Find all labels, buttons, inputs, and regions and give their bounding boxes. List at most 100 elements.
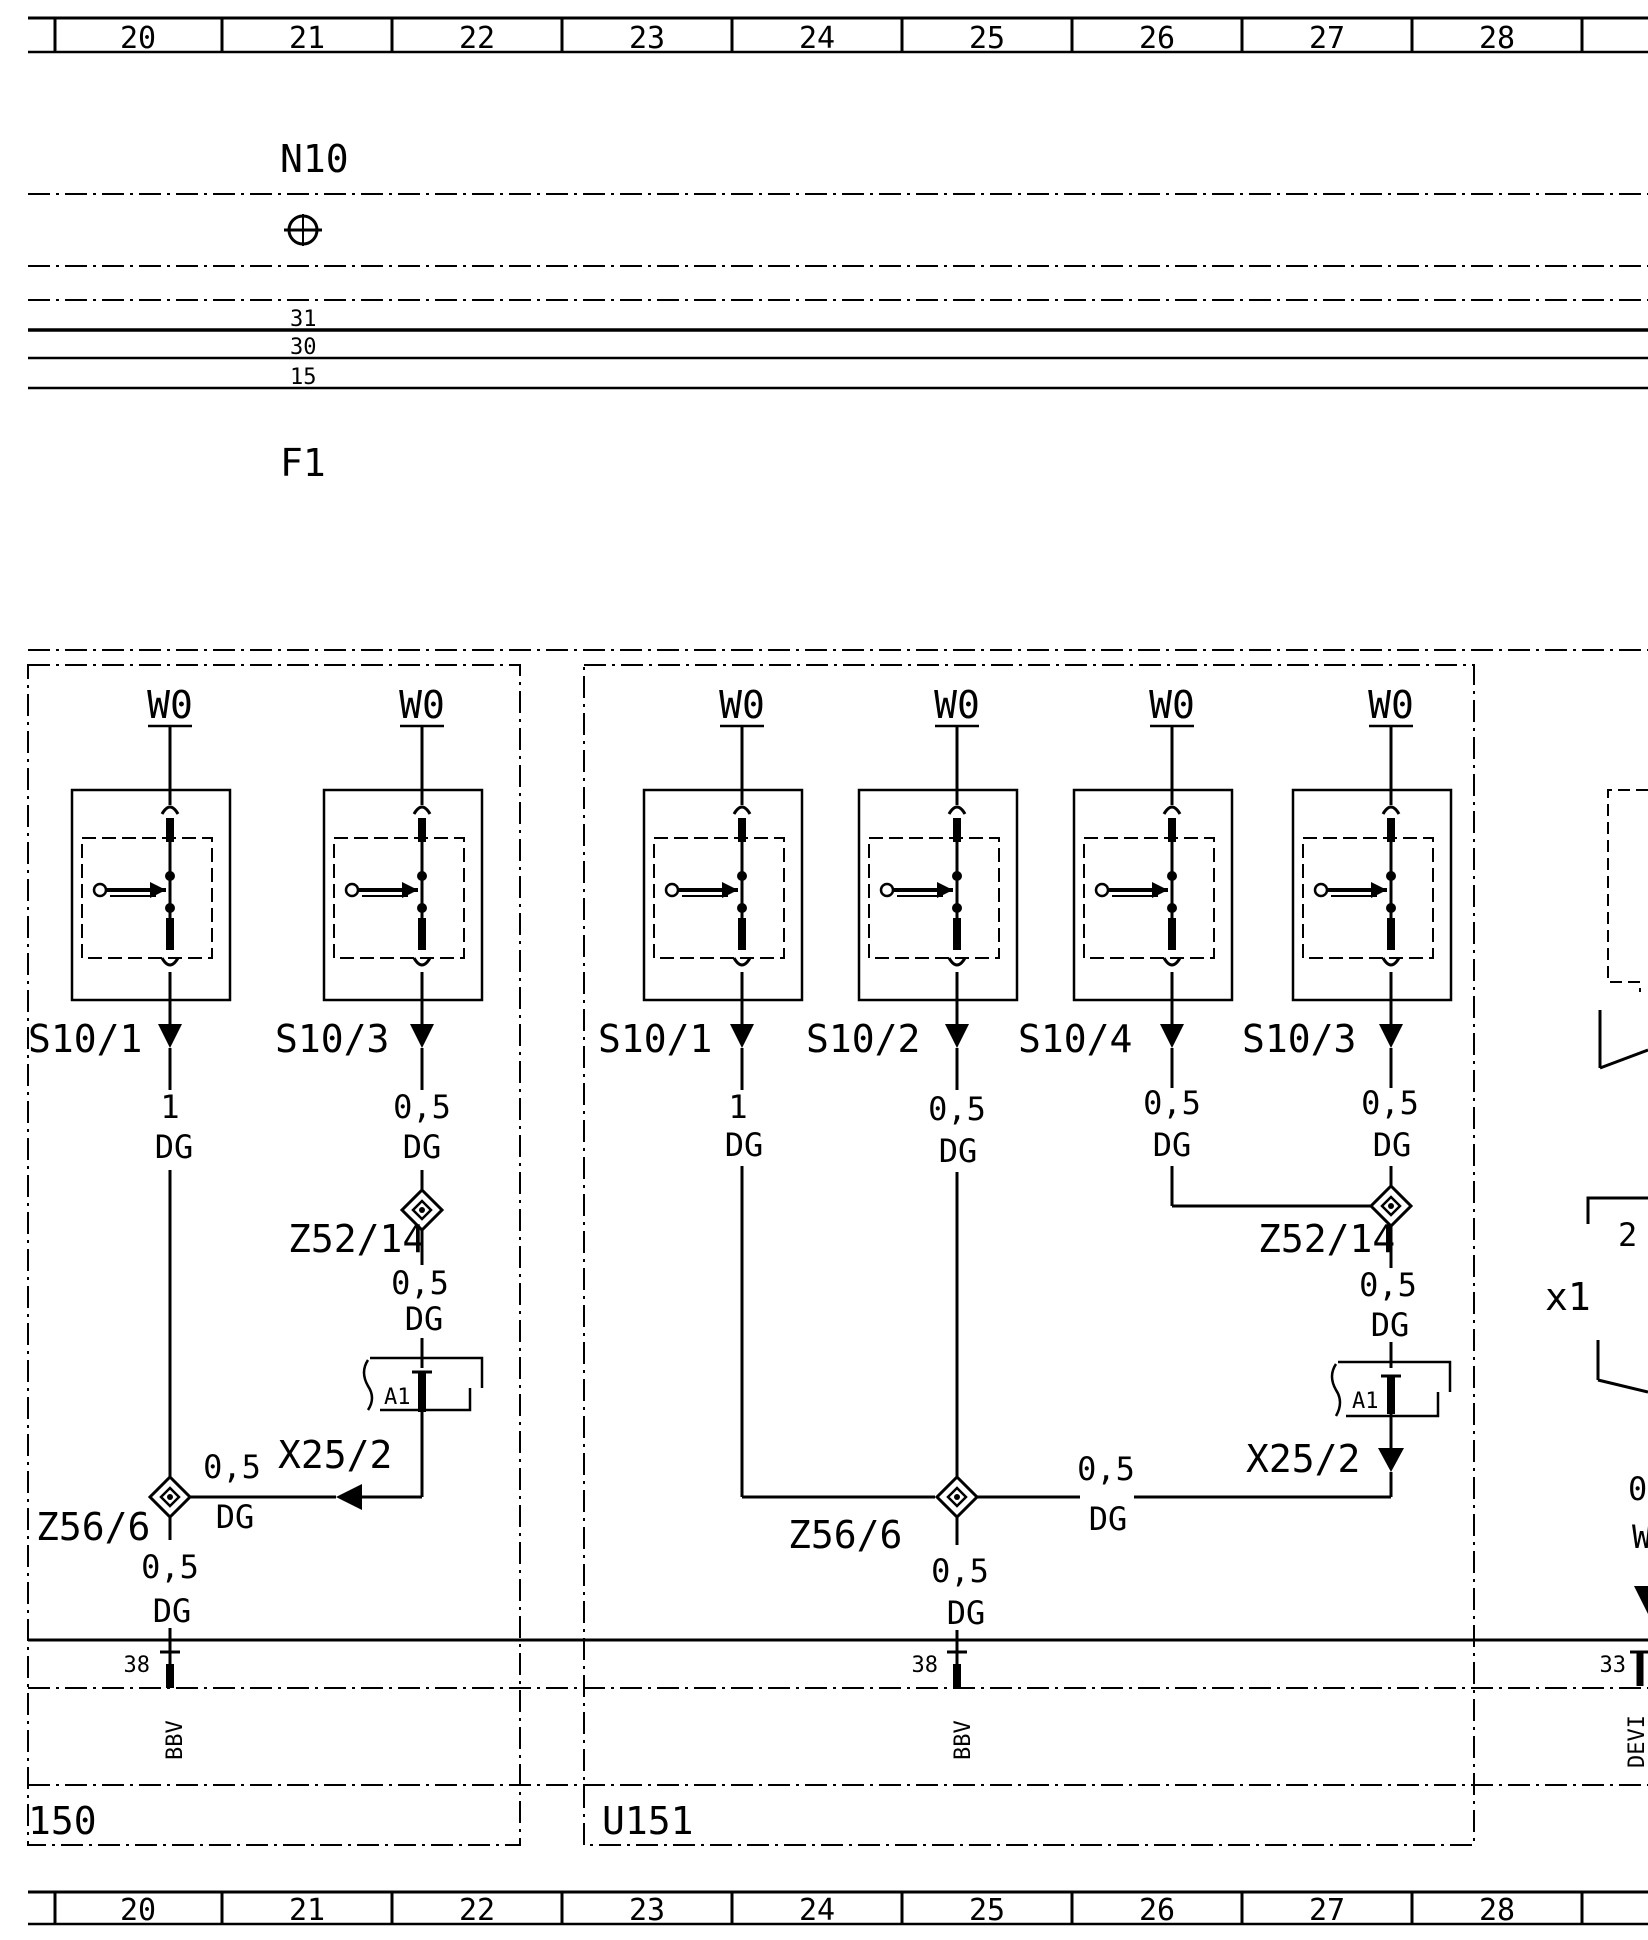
arrow-down-icon <box>1379 1024 1403 1048</box>
switch-symbol <box>859 790 1017 1000</box>
wire-color: DG <box>1373 1126 1412 1164</box>
harness-label: BBV <box>951 1720 976 1760</box>
splice-label: Z52/14 <box>1258 1217 1395 1261</box>
splice-icon <box>935 1475 979 1519</box>
wire-size: 0,5 <box>1143 1084 1201 1122</box>
grid-ruler-bottom: 20 21 22 23 24 25 26 27 28 <box>28 1890 1648 1928</box>
switch-label: S10/3 <box>275 1017 389 1061</box>
wire-size: 0,5 <box>391 1264 449 1302</box>
wire-color: DG <box>725 1126 764 1164</box>
section-name: 150 <box>28 1799 97 1843</box>
wire-size: 0,5 <box>141 1548 199 1586</box>
grid-number-top: 21 <box>289 21 325 56</box>
pin-icon <box>160 1652 180 1688</box>
grid-number-bottom: 21 <box>289 1893 325 1928</box>
grid-number-top: 26 <box>1139 21 1175 56</box>
grid-number-bottom: 27 <box>1309 1893 1345 1928</box>
bus-31-label: 31 <box>290 307 317 332</box>
switch-symbol <box>324 790 482 1000</box>
splice-icon <box>148 1475 192 1519</box>
wire-color: DG <box>153 1592 192 1630</box>
splice-label: Z56/6 <box>36 1505 150 1549</box>
connector-label: X25/2 <box>1246 1437 1360 1481</box>
connector-box: A1 <box>1330 1360 1452 1418</box>
supply-label: W0 <box>1149 683 1195 727</box>
arrow-down-icon <box>730 1024 754 1048</box>
connector-box: A1 <box>362 1356 484 1412</box>
switch-symbol <box>72 790 230 1000</box>
arrow-left-icon <box>336 1484 362 1510</box>
grid-number-bottom: 26 <box>1139 1893 1175 1928</box>
grid-number-bottom: 24 <box>799 1893 835 1928</box>
left-section-frame <box>27 664 521 1846</box>
pin-icon <box>947 1652 967 1688</box>
connector-label: X25/2 <box>278 1433 392 1477</box>
wire-size: 0,5 <box>1359 1266 1417 1304</box>
wire-color: DG <box>1153 1126 1192 1164</box>
wire-size: 1 <box>160 1088 179 1126</box>
bus-area: N10 31 30 15 F1 <box>28 137 1648 485</box>
grid-number-bottom: 25 <box>969 1893 1005 1928</box>
wire-color: DG <box>1089 1500 1128 1538</box>
supply-label: W0 <box>1368 683 1414 727</box>
wire-size: 0,5 <box>203 1448 261 1486</box>
wire-size: 0. <box>1628 1470 1648 1508</box>
bus-15-label: 15 <box>290 365 317 390</box>
switch-label: S10/2 <box>806 1017 920 1061</box>
switch-symbol <box>644 790 802 1000</box>
far-right-partial: 2 x1 0. W 33 DEVI <box>1545 789 1648 1768</box>
wire-color: DG <box>155 1128 194 1166</box>
switch-symbol <box>1074 790 1232 1000</box>
wire-color: DG <box>1371 1306 1410 1344</box>
wire-color: DG <box>403 1128 442 1166</box>
bus-30-label: 30 <box>290 335 317 360</box>
grid-number-bottom: 28 <box>1479 1893 1515 1928</box>
grid-ruler-top: 20 21 22 23 24 25 26 27 28 <box>28 16 1648 56</box>
splice-label: Z56/6 <box>788 1513 902 1557</box>
harness-label: BBV <box>163 1720 188 1760</box>
harness-label: DEVI <box>1625 1715 1648 1768</box>
grid-number-top: 25 <box>969 21 1005 56</box>
arrow-down-icon <box>410 1024 434 1048</box>
grid-number-top: 22 <box>459 21 495 56</box>
wire-size: 0,5 <box>393 1088 451 1126</box>
wire-size: 0,5 <box>1077 1450 1135 1488</box>
module-label: N10 <box>280 137 349 181</box>
box-text: 2 <box>1618 1216 1637 1254</box>
arrow-down-icon <box>1160 1024 1184 1048</box>
grid-number-top: 23 <box>629 21 665 56</box>
wire-size: 0,5 <box>928 1090 986 1128</box>
module-icon <box>284 214 322 246</box>
pin-number: 38 <box>912 1653 939 1678</box>
connector-label: x1 <box>1545 1275 1591 1319</box>
wire-color: DG <box>939 1132 978 1170</box>
supply-label: W0 <box>147 683 193 727</box>
right-section: W0 S10/1 1 DG W0 S10/2 0,5 DG Z56/6 0,5 … <box>598 683 1451 1843</box>
grid-number-top: 20 <box>120 21 156 56</box>
wire-color: DG <box>947 1594 986 1632</box>
wire-size: 0,5 <box>1361 1084 1419 1122</box>
wire-size: 0,5 <box>931 1552 989 1590</box>
wire-color: DG <box>405 1300 444 1338</box>
connector-box-label: A1 <box>384 1385 411 1410</box>
wire-size: 1 <box>728 1088 747 1126</box>
pin-number: 38 <box>124 1653 151 1678</box>
switch-label: S10/3 <box>1242 1017 1356 1061</box>
switch-label: S10/1 <box>28 1017 142 1061</box>
left-section: W0 S10/1 1 DG W0 S10/3 0,5 DG Z52/14 0,5… <box>28 683 482 1843</box>
switch-symbol <box>1293 790 1451 1000</box>
pin-number: 33 <box>1600 1653 1627 1678</box>
grid-number-bottom: 20 <box>120 1893 156 1928</box>
grid-number-top: 24 <box>799 21 835 56</box>
arrow-down-icon <box>1634 1586 1648 1614</box>
grid-number-bottom: 23 <box>629 1893 665 1928</box>
arrow-down-icon <box>945 1024 969 1048</box>
connector-box-label: A1 <box>1352 1389 1379 1414</box>
switch-label: S10/4 <box>1018 1017 1132 1061</box>
switch-label: S10/1 <box>598 1017 712 1061</box>
right-section-frame <box>583 664 1475 1846</box>
supply-label: W0 <box>719 683 765 727</box>
arrow-down-icon <box>1378 1448 1404 1472</box>
grid-number-top: 28 <box>1479 21 1515 56</box>
